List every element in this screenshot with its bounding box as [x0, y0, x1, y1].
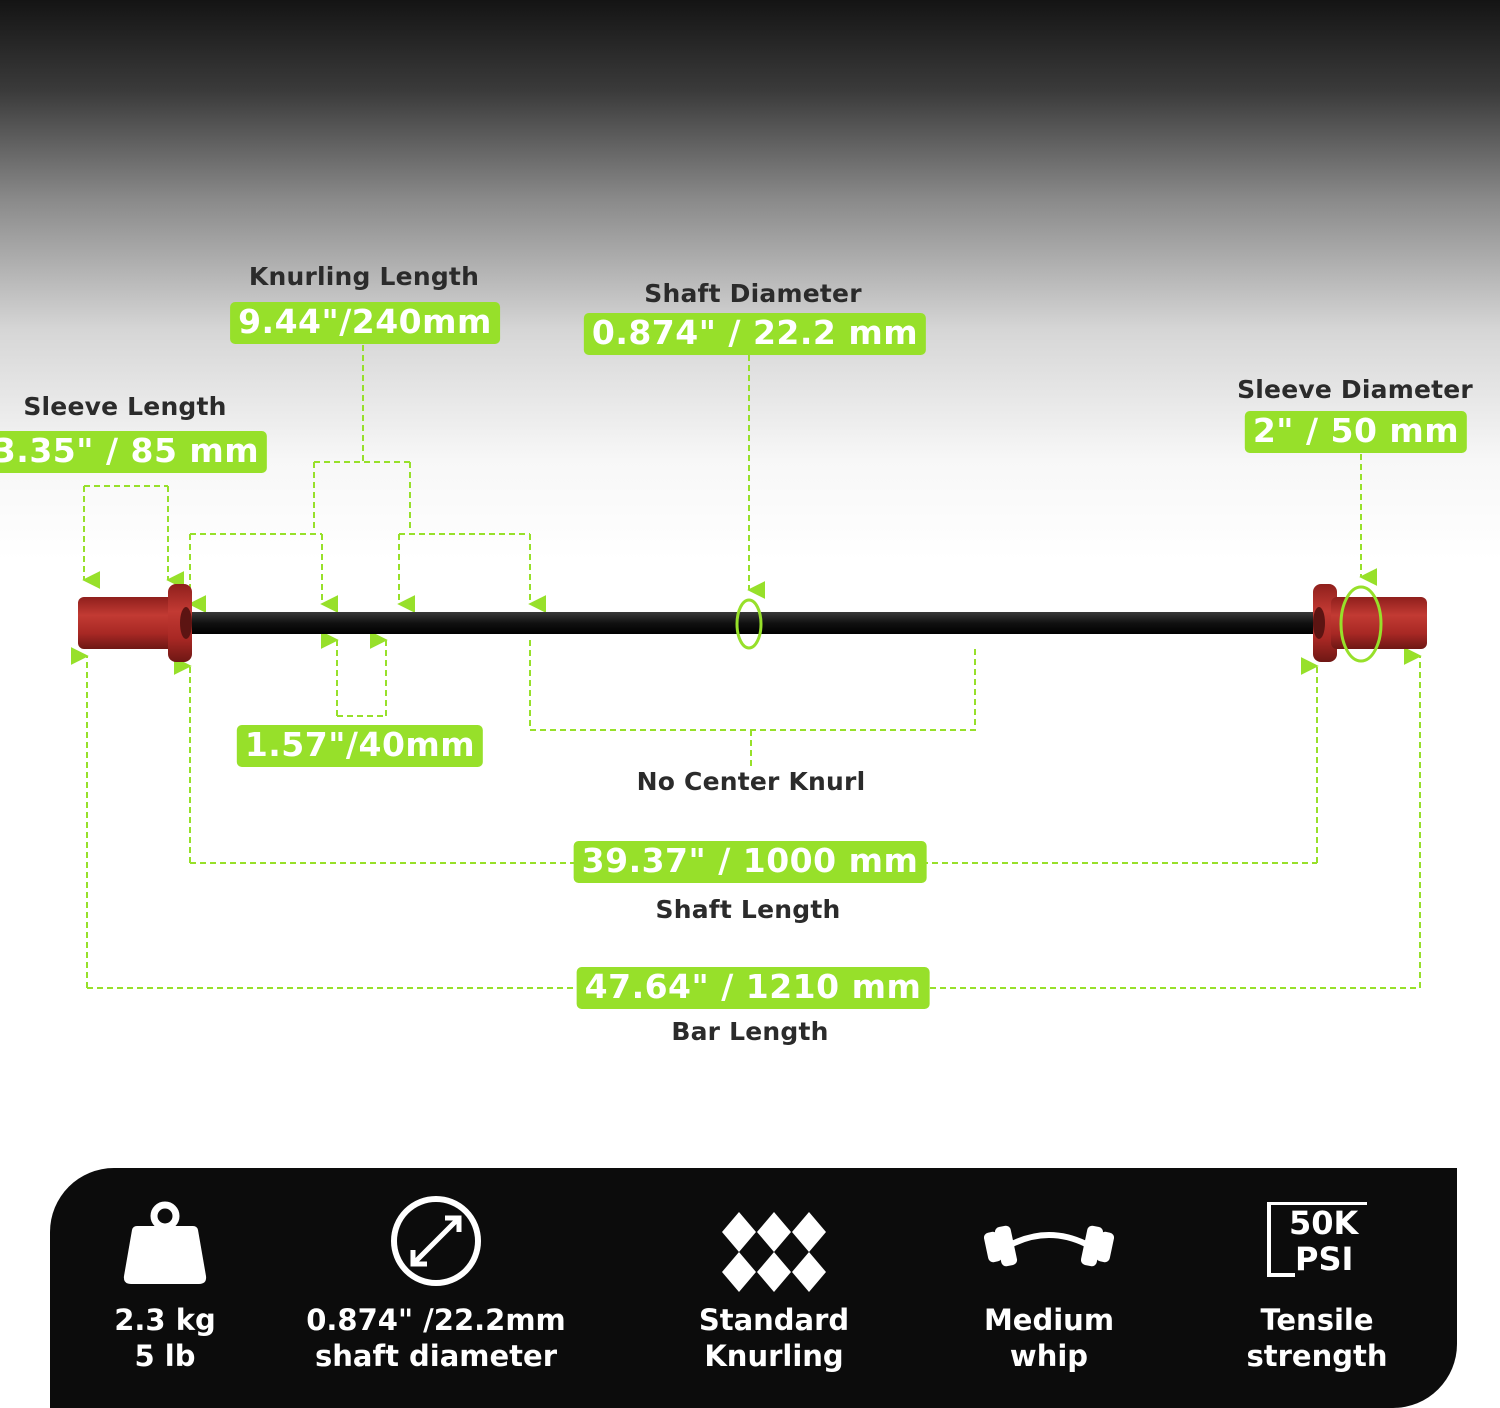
- right-sleeve: [1331, 597, 1427, 649]
- shaft-diameter-value: 0.874" / 22.2 mm: [583, 313, 927, 355]
- sleeve-length-label: Sleeve Length: [23, 392, 227, 421]
- knurling-length-value: 9.44"/240mm: [230, 302, 500, 344]
- shaft: [182, 612, 1322, 634]
- features-panel: 2.3 kg 5 lb 0.874" /22.2mm shaft diamete…: [50, 1168, 1457, 1408]
- knurling-length-label: Knurling Length: [248, 262, 480, 291]
- bar-length-value: 47.64" / 1210 mm: [576, 967, 930, 1009]
- feature-whip-line1: Medium: [983, 1303, 1115, 1337]
- shaft-length-value: 39.37" / 1000 mm: [573, 841, 927, 883]
- knurl-gap-value: 1.57"/40mm: [236, 725, 484, 767]
- feature-knurling-line2: Knurling: [704, 1339, 844, 1373]
- psi-badge-top: 50K: [1289, 1204, 1359, 1242]
- feature-diameter-line1: 0.874" /22.2mm: [306, 1303, 566, 1337]
- feature-whip-line2: whip: [1009, 1339, 1089, 1373]
- left-sleeve: [78, 597, 174, 649]
- whip-icon: [984, 1225, 1114, 1267]
- barbell-diagram: [70, 345, 1427, 989]
- knurling-icon: [722, 1212, 826, 1292]
- sleeve-diameter-label: Sleeve Diameter: [1237, 375, 1473, 404]
- psi-icon: 50K PSI: [1267, 1202, 1367, 1278]
- center-knurl-label: No Center Knurl: [636, 767, 866, 796]
- feature-tensile-line2: strength: [1246, 1339, 1388, 1373]
- shaft-diameter-ring: [735, 598, 763, 650]
- diameter-icon: [391, 1196, 481, 1286]
- psi-badge-bottom: PSI: [1295, 1240, 1354, 1278]
- shaft-length-label: Shaft Length: [655, 895, 841, 924]
- shaft-diameter-label: Shaft Diameter: [644, 279, 862, 308]
- sleeve-diameter-value: 2" / 50 mm: [1244, 411, 1468, 453]
- sleeve-diameter-ring: [1339, 585, 1383, 663]
- feature-diameter-line2: shaft diameter: [314, 1339, 558, 1373]
- feature-tensile-line1: Tensile: [1260, 1303, 1374, 1337]
- bar-length-label: Bar Length: [671, 1017, 829, 1046]
- weight-icon: [123, 1201, 207, 1284]
- feature-knurling-line1: Standard: [698, 1303, 850, 1337]
- feature-weight-line1: 2.3 kg: [114, 1303, 216, 1337]
- feature-weight-line2: 5 lb: [134, 1339, 196, 1373]
- sleeve-length-value: 3.35" / 85 mm: [0, 431, 268, 473]
